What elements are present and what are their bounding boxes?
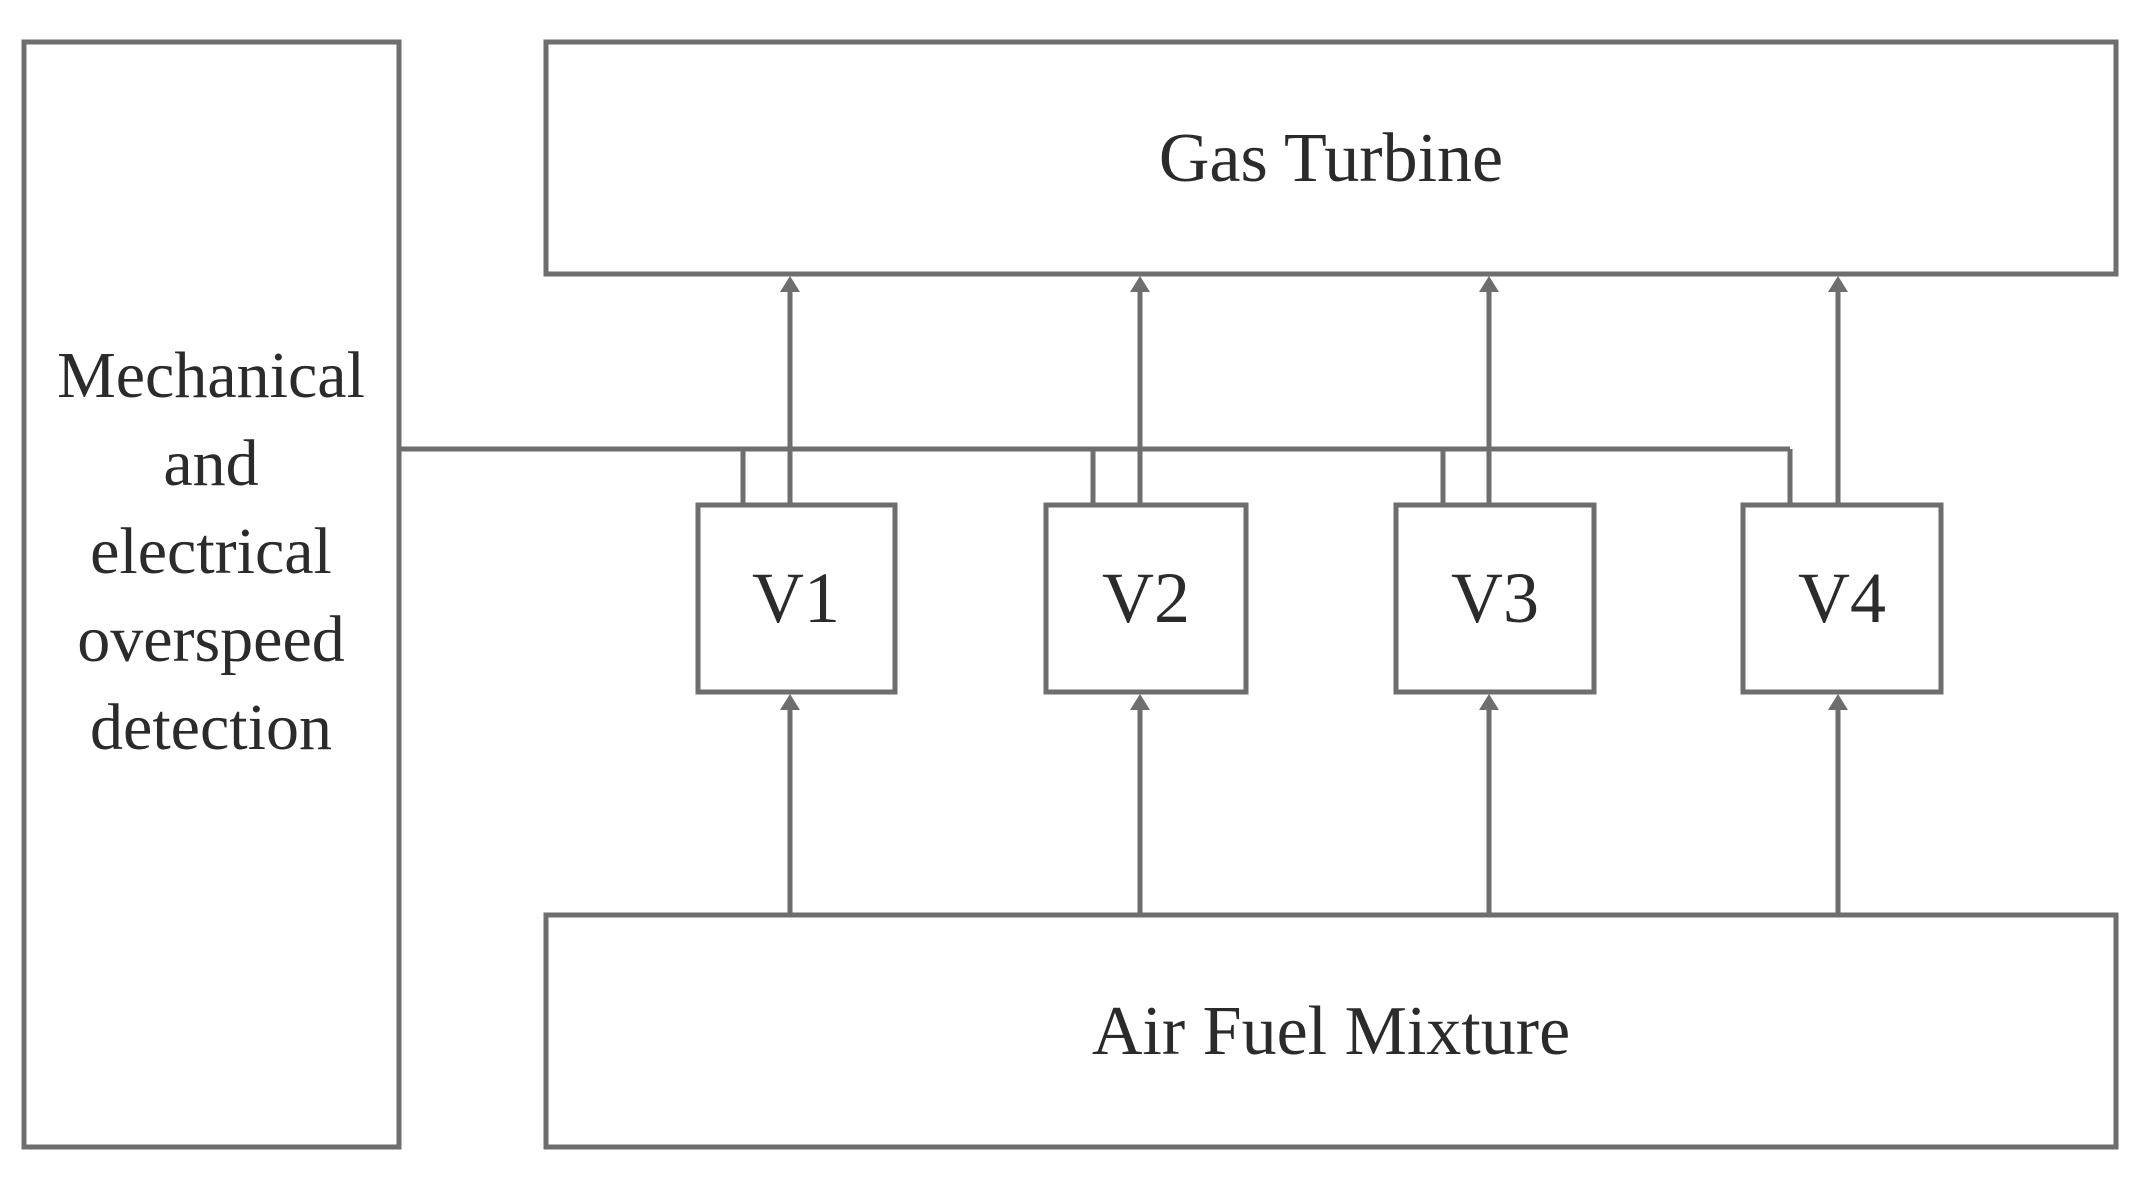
mixture-to-valve-arrows xyxy=(780,694,1848,915)
arrow-mixture-to-v2-head xyxy=(1130,694,1150,710)
valve-v4: V4 xyxy=(1740,502,1944,695)
valve-v1-label: V1 xyxy=(752,558,840,638)
gas-turbine-label: Gas Turbine xyxy=(1159,120,1503,197)
overspeed-label-line-5: detection xyxy=(90,691,332,764)
valve-v3: V3 xyxy=(1393,502,1597,695)
valve-v2: V2 xyxy=(1043,502,1249,695)
overspeed-detection-block: Mechanical and electrical overspeed dete… xyxy=(21,39,402,1150)
overspeed-label-line-4: overspeed xyxy=(77,603,345,676)
arrow-v1-to-turbine-head xyxy=(780,276,800,292)
valve-v4-label: V4 xyxy=(1798,558,1886,638)
gas-turbine-block: Gas Turbine xyxy=(543,39,2119,277)
overspeed-label-line-3: electrical xyxy=(90,515,332,588)
arrow-v3-to-turbine-head xyxy=(1479,276,1499,292)
control-signal-bus xyxy=(399,446,1793,505)
air-fuel-mixture-block: Air Fuel Mixture xyxy=(543,912,2119,1150)
arrow-v4-to-turbine-head xyxy=(1828,276,1848,292)
valve-v1: V1 xyxy=(695,502,898,695)
overspeed-label-line-1: Mechanical xyxy=(57,339,365,412)
valve-v3-label: V3 xyxy=(1451,558,1539,638)
arrow-mixture-to-v3-head xyxy=(1479,694,1499,710)
valve-v2-label: V2 xyxy=(1102,558,1190,638)
arrow-mixture-to-v4-head xyxy=(1828,694,1848,710)
air-fuel-mixture-label: Air Fuel Mixture xyxy=(1092,993,1570,1070)
arrow-mixture-to-v1-head xyxy=(780,694,800,710)
arrow-v2-to-turbine-head xyxy=(1130,276,1150,292)
overspeed-label-line-2: and xyxy=(163,427,258,500)
valve-to-turbine-arrows xyxy=(780,276,1848,505)
